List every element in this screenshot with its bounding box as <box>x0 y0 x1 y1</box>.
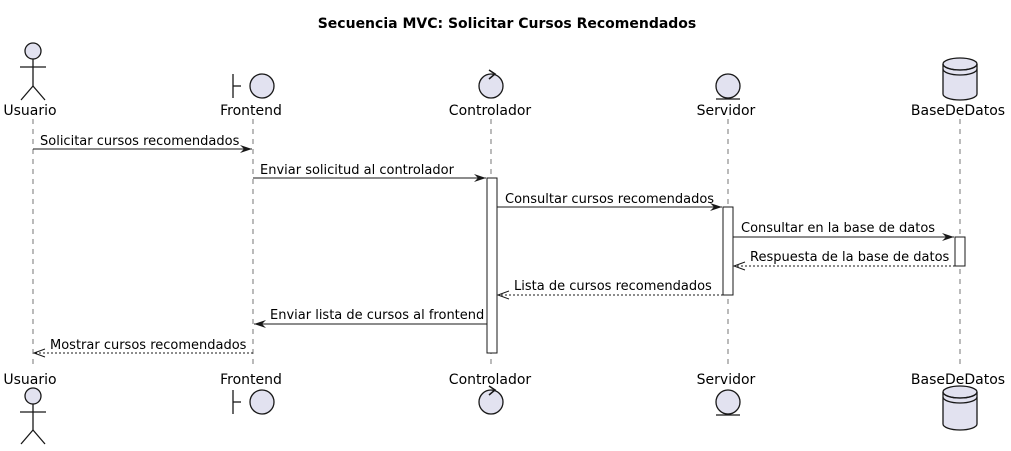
control-icon <box>478 69 504 99</box>
message-label: Consultar en la base de datos <box>741 221 935 236</box>
participant-label-servidor: Servidor <box>697 103 756 119</box>
participant-labels-top: Usuario Frontend Controlador Servidor Ba… <box>3 103 1005 119</box>
participant-label-controlador: Controlador <box>449 103 532 119</box>
message-label: Lista de cursos recomendados <box>514 279 712 294</box>
participant-labels-bottom: Usuario Frontend Controlador Servidor Ba… <box>3 372 1005 388</box>
participant-label-frontend: Frontend <box>220 103 282 119</box>
entity-icon <box>715 389 741 416</box>
message-label: Enviar lista de cursos al frontend <box>270 308 484 323</box>
activation-servidor <box>722 206 734 296</box>
participant-label-usuario-bottom: Usuario <box>3 372 56 388</box>
activation-controlador <box>486 177 498 354</box>
participant-label-frontend-bottom: Frontend <box>220 372 282 388</box>
message: Lista de cursos recomendados <box>496 279 723 300</box>
entity-icon <box>715 73 741 100</box>
participant-label-servidor-bottom: Servidor <box>697 372 756 388</box>
database-icon <box>942 385 978 431</box>
control-icon <box>478 385 504 415</box>
activations <box>486 177 966 354</box>
message: Solicitar cursos recomendados <box>33 134 252 153</box>
diagram-title: Secuencia MVC: Solicitar Cursos Recomend… <box>318 16 697 32</box>
participant-label-usuario: Usuario <box>3 103 56 119</box>
message: Respuesta de la base de datos <box>732 250 955 271</box>
participants-top <box>20 42 978 101</box>
actor-icon <box>20 387 46 445</box>
message-label: Consultar cursos recomendados <box>505 192 714 207</box>
participant-label-basededatos-bottom: BaseDeDatos <box>911 372 1005 388</box>
participants-bottom <box>20 385 978 445</box>
boundary-icon <box>232 73 275 99</box>
message-label: Mostrar cursos recomendados <box>50 338 247 353</box>
message: Consultar cursos recomendados <box>497 192 722 211</box>
message: Enviar solicitud al controlador <box>253 163 486 182</box>
boundary-icon <box>232 389 275 415</box>
message: Mostrar cursos recomendados <box>32 338 253 358</box>
participant-label-controlador-bottom: Controlador <box>449 372 532 388</box>
participant-label-basededatos: BaseDeDatos <box>911 103 1005 119</box>
message-label: Respuesta de la base de datos <box>750 250 950 265</box>
message: Enviar lista de cursos al frontend <box>254 308 487 328</box>
actor-icon <box>20 42 46 101</box>
message-label: Enviar solicitud al controlador <box>260 163 455 178</box>
database-icon <box>942 57 978 101</box>
messages: Solicitar cursos recomendados Enviar sol… <box>32 134 955 358</box>
message-label: Solicitar cursos recomendados <box>40 134 240 149</box>
activation-basededatos <box>954 236 966 267</box>
message: Consultar en la base de datos <box>733 221 954 241</box>
